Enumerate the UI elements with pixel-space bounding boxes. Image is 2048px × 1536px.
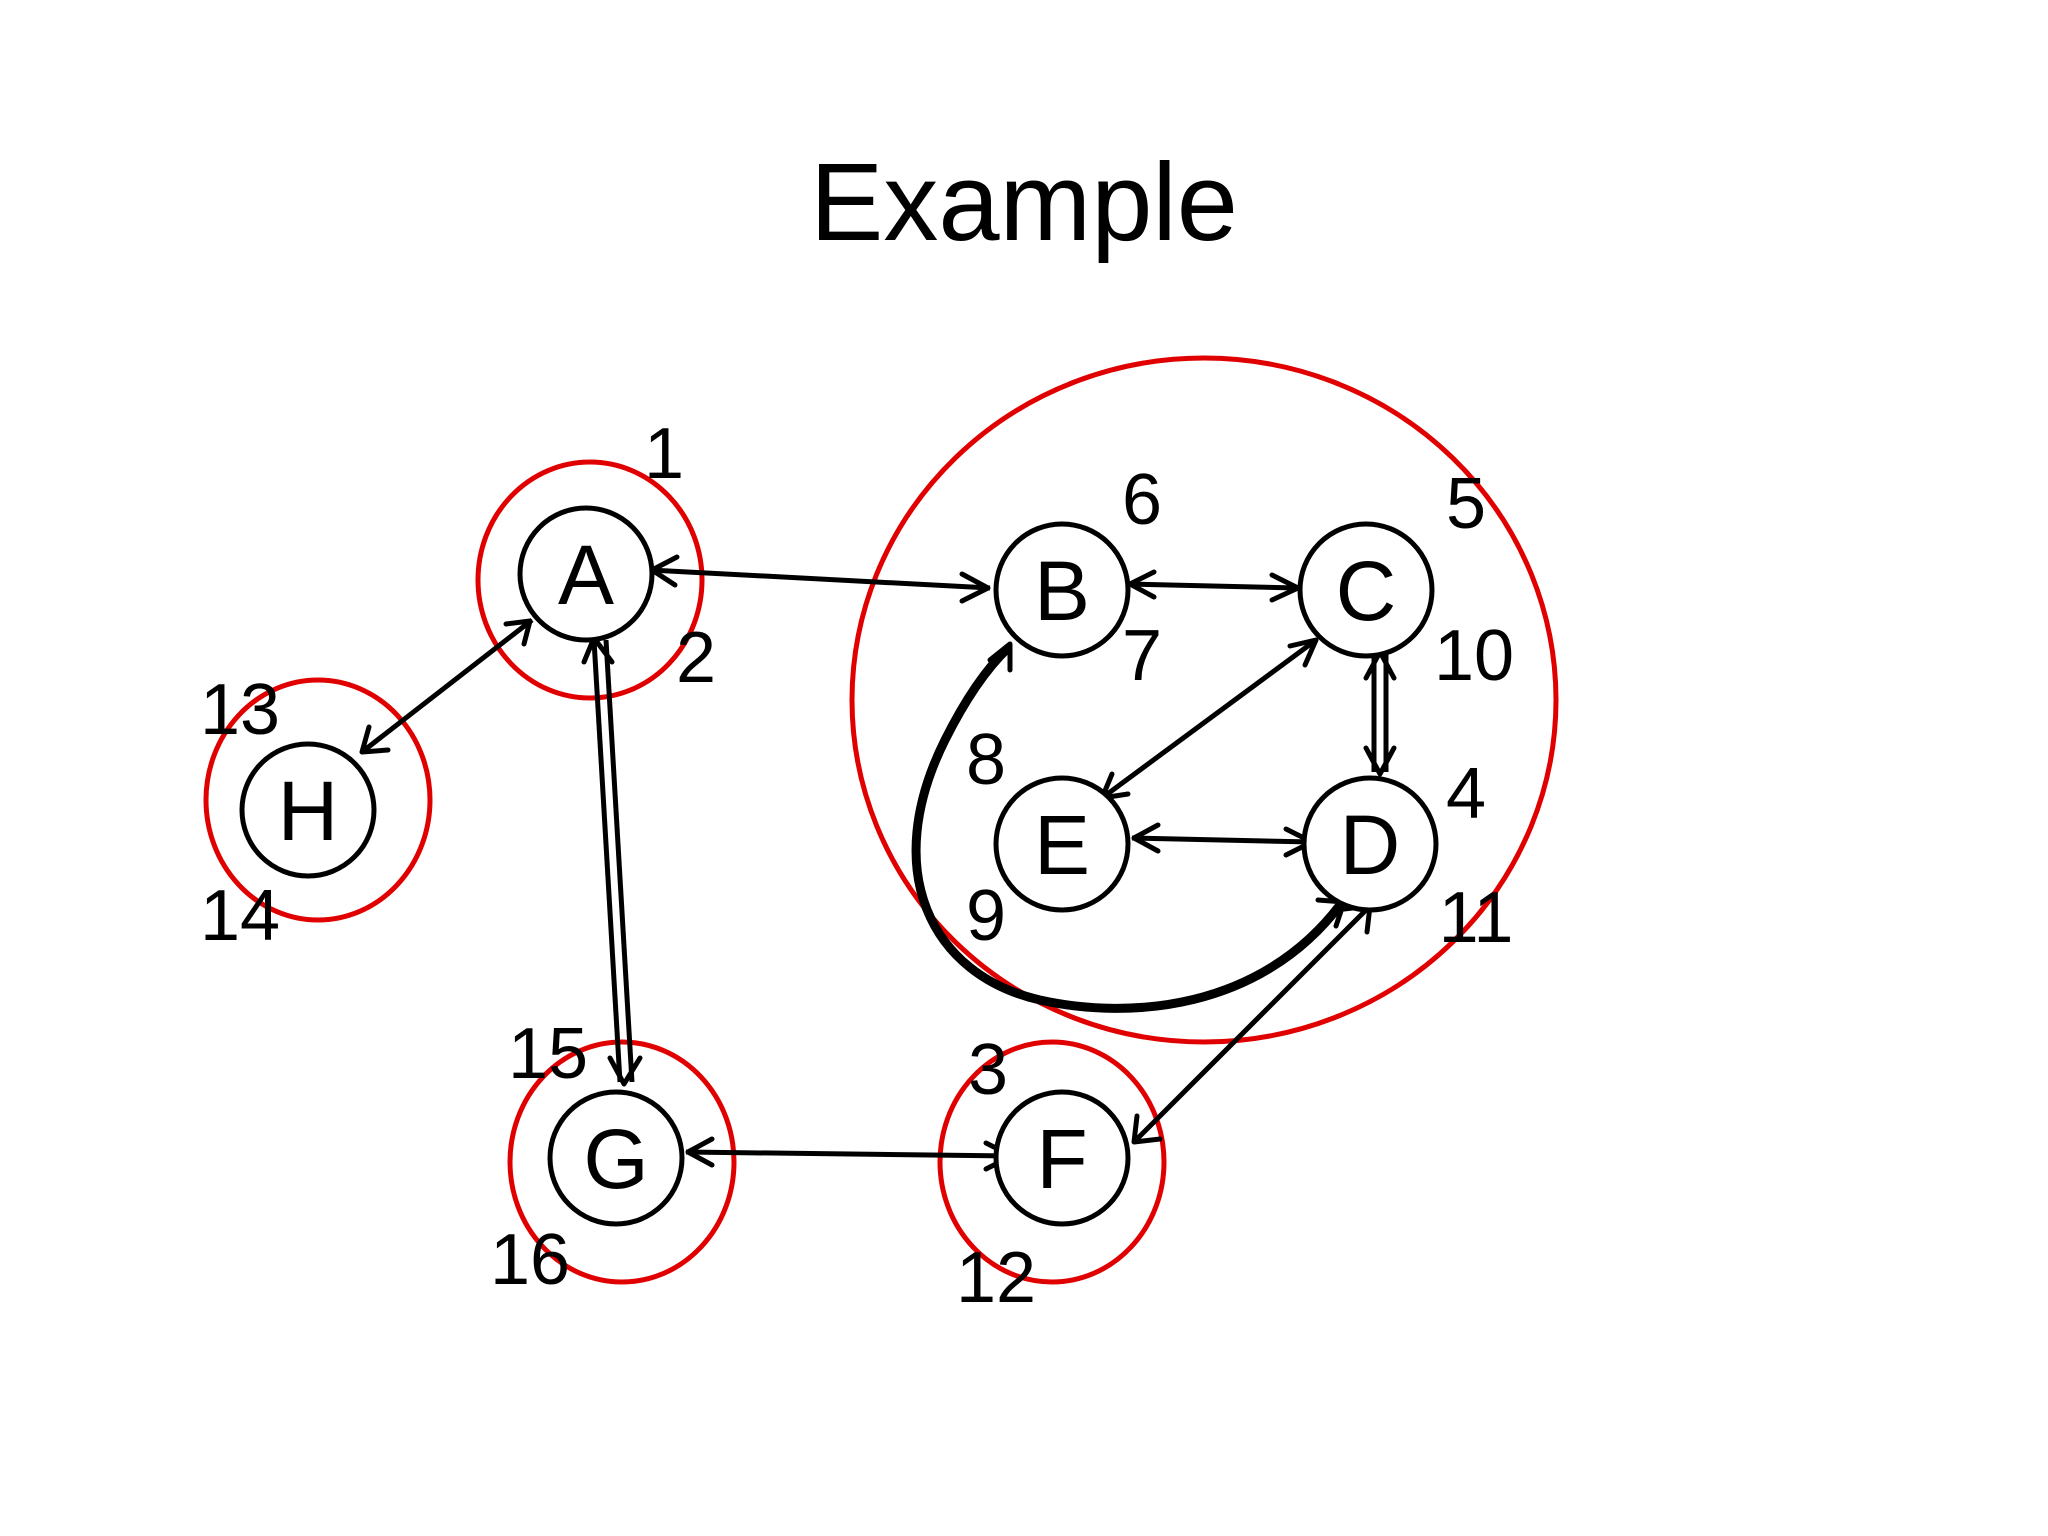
node-f: F <box>993 1089 1131 1227</box>
slide-title: Example <box>810 141 1238 264</box>
node-e: E <box>993 775 1131 913</box>
edge-d-f <box>1132 904 1372 1144</box>
node-f-finish: 12 <box>956 1238 1036 1318</box>
edge-b-c <box>1127 581 1299 591</box>
timestamps: 1 2 6 7 5 10 4 11 8 9 3 12 15 16 13 14 <box>200 414 1514 1318</box>
node-h: H <box>239 741 377 879</box>
edge-c-e <box>1100 637 1318 801</box>
component-circle-f <box>937 1039 1167 1285</box>
component-circles <box>203 355 1559 1285</box>
component-circle-bcde <box>849 355 1559 1045</box>
edge-g-f <box>685 1149 1013 1159</box>
node-g-discovery: 15 <box>508 1014 588 1094</box>
node-g: G <box>547 1089 685 1227</box>
node-a-label: A <box>558 528 614 622</box>
arrowhead-to-c-from-e <box>1287 637 1319 668</box>
node-d-label: D <box>1340 798 1401 892</box>
node-g-label: G <box>583 1112 648 1206</box>
node-a-finish: 2 <box>676 618 716 698</box>
node-b-discovery: 6 <box>1122 460 1162 540</box>
nodes: A B C D E F G H <box>239 505 1439 1227</box>
arrowhead-to-g <box>607 1055 643 1087</box>
node-h-label: H <box>278 764 339 858</box>
node-e-finish: 9 <box>966 876 1006 956</box>
edge-e-d <box>1131 835 1313 845</box>
edge-a-b <box>649 567 991 591</box>
node-d-discovery: 4 <box>1446 754 1486 834</box>
node-d-finish: 11 <box>1439 878 1514 958</box>
node-c-label: C <box>1336 544 1397 638</box>
node-h-finish: 14 <box>200 876 280 956</box>
node-c-finish: 10 <box>1434 616 1514 696</box>
node-c: C <box>1297 521 1435 659</box>
edge-a-h <box>360 618 534 754</box>
node-e-discovery: 8 <box>966 720 1006 800</box>
arrowhead-to-a-from-h <box>503 618 533 647</box>
node-h-discovery: 13 <box>200 670 280 750</box>
edge-g-a <box>603 639 635 1083</box>
arrowhead-to-f <box>1131 1113 1163 1145</box>
arrowhead-to-g-from-f <box>685 1136 715 1168</box>
edge-d-b-curve <box>911 644 1344 1013</box>
arrowhead-to-b-from-d <box>987 641 1013 673</box>
edge-a-g <box>591 639 623 1083</box>
node-b-label: B <box>1034 544 1090 638</box>
node-e-label: E <box>1034 798 1090 892</box>
node-f-discovery: 3 <box>968 1030 1008 1110</box>
node-g-finish: 16 <box>490 1220 570 1300</box>
node-a: A <box>517 505 655 643</box>
component-circle-h <box>203 677 433 923</box>
node-f-label: F <box>1036 1112 1087 1206</box>
node-b: B <box>993 521 1131 659</box>
node-a-discovery: 1 <box>644 414 684 494</box>
arrowhead-to-b <box>959 571 991 604</box>
node-c-discovery: 5 <box>1446 464 1486 544</box>
node-d: D <box>1301 775 1439 913</box>
arrowhead-to-d-from-c <box>1363 745 1397 777</box>
arrowhead-to-e-from-d <box>1131 822 1161 854</box>
node-b-finish: 7 <box>1122 616 1162 696</box>
component-circle-g <box>507 1039 737 1285</box>
arrowhead-to-h <box>359 724 391 755</box>
component-circle-a <box>475 459 705 701</box>
